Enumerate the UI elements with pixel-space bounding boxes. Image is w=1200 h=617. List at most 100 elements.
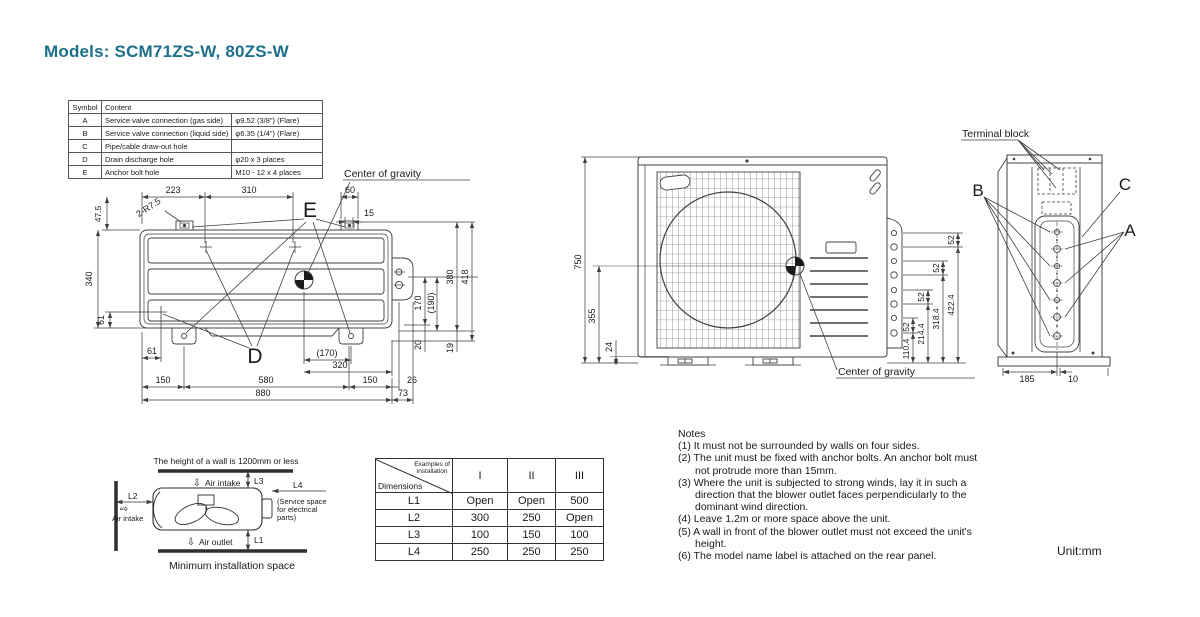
front-cog-symbol: [785, 256, 975, 379]
cell: Open: [555, 509, 604, 527]
dim-214-4: 214.4: [916, 323, 926, 345]
dim-47-5: 47.5: [93, 205, 103, 222]
dim-750: 750: [573, 254, 583, 269]
dim-380: 380: [445, 269, 455, 284]
front-valve-column: [886, 217, 903, 349]
row-label: L4: [375, 543, 453, 561]
label-a: A: [1124, 221, 1136, 240]
dim-355: 355: [587, 308, 597, 323]
dim-52-1: 52: [946, 235, 956, 245]
dim-190-paren: (190): [426, 292, 436, 313]
dim-15: 15: [364, 208, 374, 218]
note-item: (2) The unit must be fixed with anchor b…: [678, 452, 978, 477]
handle-slots: [869, 169, 881, 195]
note-item: (5) A wall in front of the blower outlet…: [678, 525, 972, 550]
terminal-block-label: Terminal block: [962, 128, 1030, 140]
top-view-drawing: 223 310 60 15 47.5 340 61 61 (170) 320 1…: [84, 168, 478, 404]
note-item: (3) Where the unit is subjected to stron…: [678, 476, 967, 514]
dim-318-4: 318.4: [931, 308, 941, 330]
label-l2: L2: [128, 491, 138, 501]
column-header-iii: III: [555, 458, 604, 493]
dim-340: 340: [84, 271, 94, 286]
dim-60: 60: [345, 185, 355, 195]
page-title: Models: SCM71ZS-W, 80ZS-W: [44, 42, 289, 61]
dim-185: 185: [1019, 374, 1034, 384]
label-c: C: [1119, 175, 1131, 194]
center-of-gravity-label: Center of gravity: [344, 168, 422, 180]
row-label: L1: [375, 492, 453, 510]
table-row: L4 250 250 250: [375, 543, 604, 561]
label-l4: L4: [293, 480, 303, 490]
install-dim-lines: [116, 471, 326, 551]
table-row: L3 100 150 100: [375, 526, 604, 544]
anchor-bracket-left: [175, 220, 194, 231]
arrow-right-intake-icon: ⇨: [120, 504, 128, 515]
label-b: B: [972, 181, 983, 200]
table-row: E Anchor bolt hole M10 - 12 x 4 places: [68, 165, 324, 179]
dim-73: 73: [398, 388, 408, 398]
dim-24: 24: [604, 342, 614, 352]
dim-61-bottom: 61: [147, 346, 157, 356]
dim-52-3: 52: [916, 292, 926, 302]
service-space-line1: (Service space: [277, 497, 327, 506]
cell: 100: [452, 526, 508, 544]
louvers: [810, 257, 868, 337]
column-header-i: I: [452, 458, 508, 493]
cell: Open: [507, 492, 556, 510]
dim-52-4: 52: [901, 322, 911, 332]
dim-20: 20: [413, 340, 423, 350]
note-item: (6) The model name label is attached on …: [678, 550, 937, 563]
dim-110-4: 110.4: [901, 338, 911, 359]
installation-table: Examples of installation Dimensions I II…: [375, 458, 604, 561]
table-row: L1 Open Open 500: [375, 492, 604, 510]
cell: 250: [507, 509, 556, 527]
column-header-ii: II: [507, 458, 556, 493]
top-view-dimensions: [94, 192, 478, 404]
label-l1: L1: [254, 535, 264, 545]
dim-580: 580: [258, 375, 273, 385]
notes-section: Notes (1) It must not be surrounded by w…: [678, 428, 992, 562]
label-e: E: [303, 199, 317, 222]
cell: 150: [507, 526, 556, 544]
air-intake-left-label: Air intake: [112, 514, 143, 523]
drain-hole-marks: [155, 241, 301, 318]
spec-cell: M10 - 12 x 4 places: [231, 165, 324, 179]
bottom-flange: [171, 327, 364, 345]
table-row: B Service valve connection (liquid side)…: [68, 126, 324, 140]
dim-170-paren: (170): [316, 348, 337, 358]
front-view-dimensions: [581, 156, 966, 365]
valve-protrusion: [392, 257, 414, 301]
cell: 100: [555, 526, 604, 544]
dim-150-left: 150: [155, 375, 170, 385]
row-label: L2: [375, 509, 453, 527]
dim-320: 320: [332, 360, 347, 370]
installation-space-diagram: The height of a wall is 1200mm or less ⇩…: [112, 456, 327, 572]
table-row: L2 300 250 Open: [375, 509, 604, 527]
front-feet: [660, 356, 801, 366]
dim-418: 418: [460, 269, 470, 284]
diagonal-header-cell: Examples of installation Dimensions: [375, 458, 453, 495]
installation-table-header: Examples of installation Dimensions I II…: [375, 458, 604, 495]
dim-223: 223: [165, 185, 180, 195]
rear-valves: [1051, 228, 1063, 340]
content-cell: Anchor bolt hole: [100, 165, 233, 179]
terminal-block-area: [1037, 167, 1077, 215]
table-row: C Pipe/cable draw-out hole: [68, 139, 324, 153]
dim-880: 880: [255, 388, 270, 398]
cell: Open: [452, 492, 508, 510]
cell: 250: [555, 543, 604, 561]
note-item: (1) It must not be surrounded by walls o…: [678, 440, 920, 453]
install-caption: Minimum installation space: [169, 560, 295, 572]
front-cog-label: Center of gravity: [838, 366, 916, 378]
center-of-gravity-symbol: [294, 270, 314, 290]
cell: 250: [507, 543, 556, 561]
dim-52-2: 52: [931, 263, 941, 273]
dim-10: 10: [1068, 374, 1078, 384]
air-outlet-label: Air outlet: [199, 537, 233, 547]
side-leader-lines: [961, 139, 1125, 337]
side-view-dimensions: [1002, 352, 1109, 376]
examples-of-installation-label: Examples of installation: [414, 461, 450, 475]
dim-422-4: 422.4: [946, 294, 956, 316]
